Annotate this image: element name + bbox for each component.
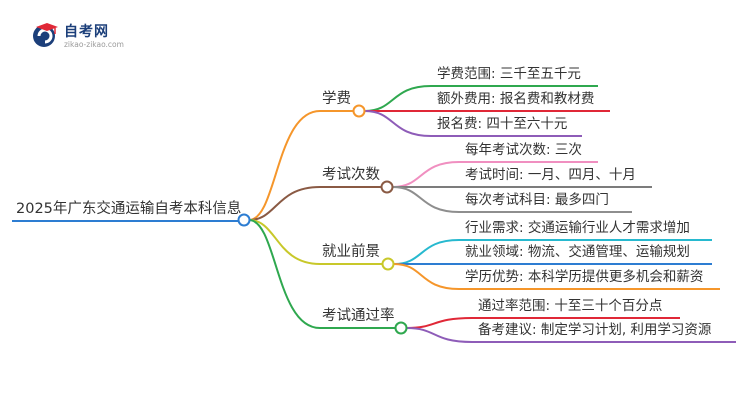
leaf-connector-2-1 <box>392 161 460 188</box>
branch-connector-2 <box>248 186 321 221</box>
branch-connector-1 <box>248 110 321 221</box>
leaf-label-4-1: 通过率范围: 十至三十个百分点 <box>478 298 663 314</box>
leaf-connector-3-3 <box>393 263 460 290</box>
leaf-label-2-3: 每次考试科目: 最多四门 <box>465 192 609 208</box>
root-topic: 2025年广东交通运输自考本科信息 <box>16 201 242 217</box>
leaf-label-4-2: 备考建议: 制定学习计划, 利用学习资源 <box>478 322 712 338</box>
leaf-connector-4-1 <box>406 317 473 329</box>
leaf-label-2-2: 考试时间: 一月、四月、十月 <box>465 167 636 183</box>
leaf-connector-4-2 <box>406 327 473 343</box>
branch-label-3: 就业前景 <box>322 244 380 260</box>
branch-label-1: 学费 <box>322 91 351 107</box>
leaf-connector-1-1 <box>364 85 432 112</box>
leaf-label-1-1: 学费范围: 三千至五千元 <box>437 66 581 82</box>
branch-connector-3 <box>248 219 321 265</box>
leaf-label-2-1: 每年考试次数: 三次 <box>465 142 582 158</box>
leaf-connector-1-3 <box>364 110 432 137</box>
branch-connector-4 <box>248 219 321 329</box>
branch-node-3 <box>381 257 395 271</box>
leaf-label-1-3: 报名费: 四十至六十元 <box>437 116 568 132</box>
brand-logo: 自考网 zikao-zikao.com <box>30 20 150 54</box>
branch-node-2 <box>380 180 394 194</box>
leaf-label-3-1: 行业需求: 交通运输行业人才需求增加 <box>465 220 690 236</box>
leaf-label-1-2: 额外费用: 报名费和教材费 <box>437 91 595 107</box>
brand-url: zikao-zikao.com <box>64 40 124 49</box>
branch-label-4: 考试通过率 <box>322 308 395 324</box>
leaf-label-3-3: 学历优势: 本科学历提供更多机会和薪资 <box>465 269 704 285</box>
brand-name: 自考网 <box>64 24 109 40</box>
branch-node-4 <box>394 321 408 335</box>
graduation-cap-icon <box>33 23 58 47</box>
root-node <box>237 213 251 227</box>
branch-label-2: 考试次数 <box>322 167 380 183</box>
leaf-connector-2-3 <box>392 186 460 213</box>
branch-node-1 <box>352 104 366 118</box>
leaf-label-3-2: 就业领域: 物流、交通管理、运输规划 <box>465 244 690 260</box>
leaf-connector-3-1 <box>393 239 460 265</box>
